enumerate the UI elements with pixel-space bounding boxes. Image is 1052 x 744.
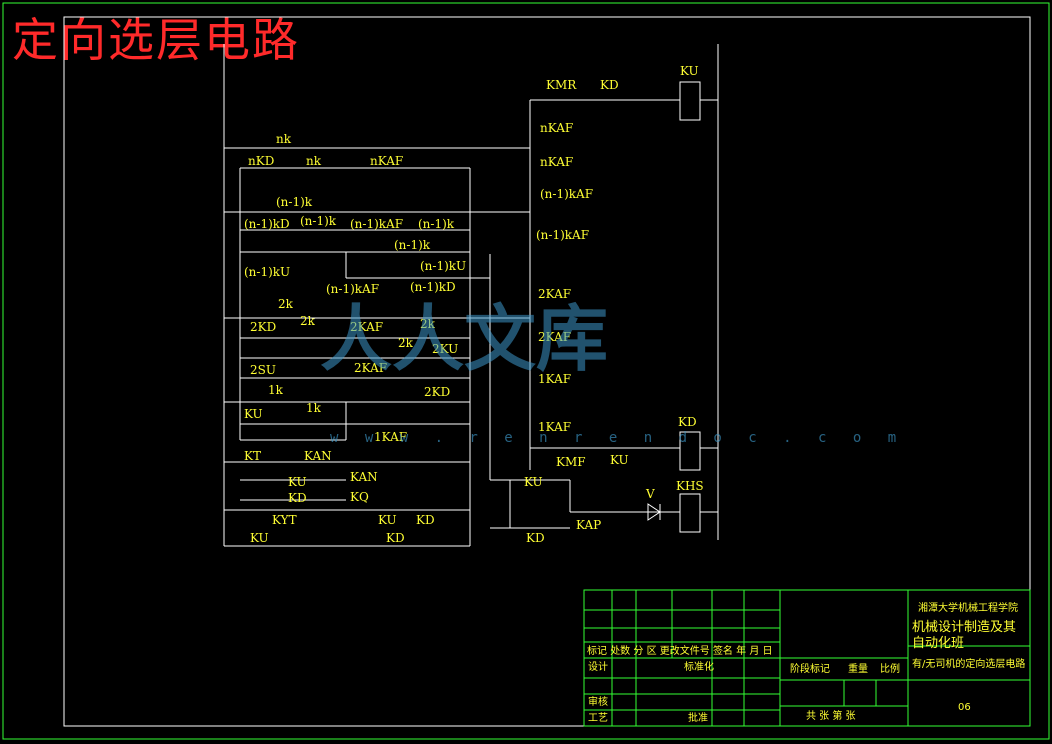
label-n1k-b: (n-1)k: [300, 214, 337, 228]
tb-design: 设计: [588, 662, 608, 673]
tb-major: 机械设计制造及其自动化班: [912, 620, 1017, 651]
label-nkaf-1: nKAF: [540, 121, 574, 135]
label-n1ku-b: (n-1)kU: [420, 259, 467, 273]
label-kd-a: KD: [288, 491, 307, 505]
label-2kaf-b: 2KAF: [354, 361, 388, 375]
label-n1kd-b: (n-1)kD: [410, 280, 456, 294]
tb-standard: 标准化: [684, 662, 714, 673]
coil-label-khs: KHS: [676, 479, 704, 493]
tb-hdr-part: 分: [633, 646, 644, 657]
label-2kaf-r1: 2KAF: [538, 287, 572, 301]
label-2k-d: 2k: [398, 336, 413, 350]
label-kan-b: KAN: [350, 470, 378, 484]
diode-v: [647, 503, 661, 521]
tb-review: 审核: [588, 697, 608, 708]
label-n1kaf-1: (n-1)kAF: [540, 187, 594, 201]
label-n1ku-a: (n-1)kU: [244, 265, 291, 279]
label-2kaf-a: 2KAF: [350, 320, 384, 334]
tb-drawing-title: 有/无司机的定向选层电路: [912, 659, 1026, 670]
label-ku-a: KU: [244, 407, 263, 421]
label-2kd: 2KD: [250, 320, 277, 334]
label-kd-c: KD: [386, 531, 405, 545]
label-nkaf-2: nKAF: [540, 155, 574, 169]
watermark-url: w w w . r e n r e n d o c . c o m: [330, 430, 906, 446]
page-title: 定向选层电路: [12, 13, 300, 67]
label-2su: 2SU: [250, 363, 276, 377]
label-kd-low: KD: [526, 531, 545, 545]
tb-hdr-day: 日: [762, 646, 773, 657]
label-1k-a: 1k: [268, 383, 283, 397]
label-n1kkaf-a: (n-1)kAF: [350, 217, 404, 231]
tb-school: 湘潭大学机械工程学院: [918, 603, 1018, 614]
label-2k-a: 2k: [278, 297, 293, 311]
label-2k-b: 2k: [300, 314, 315, 328]
label-n1k-d: (n-1)k: [394, 238, 431, 252]
tb-process: 工艺: [588, 713, 608, 724]
label-kd-top: KD: [600, 78, 619, 92]
label-1kaf: 1KAF: [374, 430, 408, 444]
label-kq: KQ: [350, 490, 369, 504]
coil-ku: [679, 81, 701, 121]
label-n1kkaf-b: (n-1)kAF: [326, 282, 380, 296]
tb-hdr-month: 月: [749, 646, 760, 657]
label-2kaf-r2: 2KAF: [538, 330, 572, 344]
tb-hdr-mark: 标记: [587, 646, 607, 657]
label-n1kaf-2: (n-1)kAF: [536, 228, 590, 242]
tb-header: 标记 处数 分 区 更改文件号 签名 年 月 日: [587, 646, 773, 658]
tb-stage-mark: 阶段标记: [790, 664, 830, 675]
tb-scale: 比例: [880, 664, 900, 675]
tb-hdr-doc: 更改文件号: [659, 646, 710, 657]
label-nk-mid: nk: [306, 154, 321, 168]
label-kan-a: KAN: [304, 449, 332, 463]
tb-hdr-zone: 区: [646, 646, 657, 657]
coil-khs: [679, 493, 701, 533]
label-kt: KT: [244, 449, 261, 463]
tb-approve: 批准: [688, 713, 708, 724]
coil-label-ku: KU: [680, 64, 699, 78]
label-kmf: KMF: [556, 455, 586, 469]
tb-hdr-sign: 签名: [712, 646, 733, 657]
label-1kaf-r1: 1KAF: [538, 372, 572, 386]
label-v: V: [646, 487, 655, 501]
tb-hdr-count: 处数: [610, 646, 631, 657]
label-ku-r: KU: [610, 453, 629, 467]
tb-weight: 重量: [848, 664, 868, 675]
label-ku-c: KU: [378, 513, 397, 527]
label-n1kd: (n-1)kD: [244, 217, 290, 231]
label-nkaf: nKAF: [370, 154, 404, 168]
label-kd-b: KD: [416, 513, 435, 527]
label-1kaf-r2: 1KAF: [538, 420, 572, 434]
label-kmr: KMR: [546, 78, 577, 92]
coil-kd: [679, 431, 701, 471]
tb-hdr-year: 年: [736, 646, 747, 657]
label-2kd-b: 2KD: [424, 385, 451, 399]
tb-sheets: 共 张 第 张: [806, 711, 856, 722]
label-n1k-c: (n-1)k: [418, 217, 455, 231]
label-nkd: nKD: [248, 154, 275, 168]
label-n1k-a: (n-1)k: [276, 195, 313, 209]
label-kap: KAP: [576, 518, 602, 532]
label-ku-low: KU: [524, 475, 543, 489]
watermark-brand: 人人文库: [320, 297, 609, 381]
label-ku-b: KU: [288, 475, 307, 489]
label-nk-top: nk: [276, 132, 291, 146]
label-ku-d: KU: [250, 531, 269, 545]
coil-label-kd: KD: [678, 415, 697, 429]
label-1k-b: 1k: [306, 401, 321, 415]
label-kyt: KYT: [272, 513, 297, 527]
tb-number: 06: [958, 702, 971, 713]
label-2ku: 2KU: [432, 342, 459, 356]
label-2k-c: 2k: [420, 317, 435, 331]
